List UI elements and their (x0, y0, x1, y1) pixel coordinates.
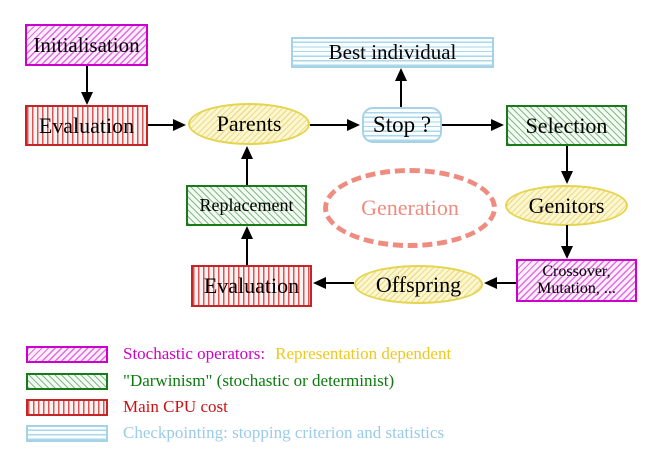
crossover-line1: Crossover, (542, 262, 611, 280)
red-stripes-swatch (26, 398, 108, 416)
magenta-hatch-swatch (26, 345, 108, 363)
legend-item-cpu-cost: Main CPU cost (26, 397, 228, 417)
node-selection: Selection (506, 105, 627, 146)
node-parents: Parents (188, 103, 310, 145)
node-crossover-mutation: Crossover, Mutation, ... (516, 259, 637, 302)
legend-label-cpu-cost: Main CPU cost (123, 397, 228, 416)
crossover-line2: Mutation, ... (537, 279, 616, 297)
node-evaluation-bottom: Evaluation (191, 265, 312, 307)
node-evaluation-top: Evaluation (25, 105, 148, 146)
legend-label-representation: Representation dependent (275, 344, 452, 363)
green-hatch-swatch (26, 372, 108, 390)
node-genitors: Genitors (505, 185, 628, 226)
legend-item-checkpointing: Checkpointing: stopping criterion and st… (26, 423, 444, 443)
node-stop: Stop ? (362, 107, 442, 143)
legend-item-stochastic-operators: Stochastic operators: Representation dep… (26, 344, 451, 364)
legend-label-checkpointing: Checkpointing: stopping criterion and st… (123, 423, 445, 442)
generation-cycle-ellipse: Generation (323, 168, 497, 248)
node-initialisation: Initialisation (25, 24, 148, 66)
node-offspring: Offspring (354, 265, 483, 304)
legend-label-stochastic: Stochastic operators: (123, 344, 266, 363)
legend-label-darwinism: "Darwinism" (stochastic or determinist) (123, 371, 395, 390)
node-replacement: Replacement (186, 185, 307, 226)
legend-item-darwinism: "Darwinism" (stochastic or determinist) (26, 371, 394, 391)
cyan-stripes-swatch (26, 424, 108, 442)
node-best-individual: Best individual (291, 37, 494, 68)
